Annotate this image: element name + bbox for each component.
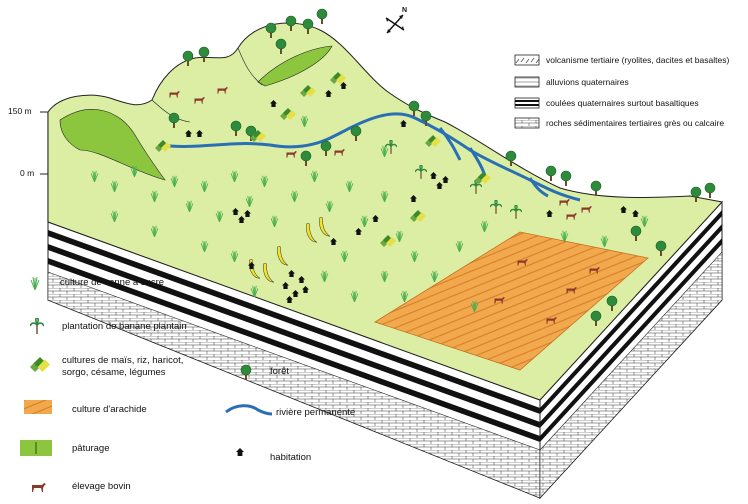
land-use-legend-icons bbox=[20, 276, 273, 492]
legend-forest-label: forêt bbox=[270, 366, 290, 377]
elevation-label-zero: 0 m bbox=[20, 168, 35, 178]
legend-banana-label: plantation de banane plantain bbox=[62, 321, 187, 332]
sugarcane-icon bbox=[30, 276, 40, 290]
north-arrow-icon bbox=[385, 14, 405, 34]
river-icon bbox=[225, 404, 273, 416]
right-wall-strata bbox=[539, 200, 723, 500]
north-label: N bbox=[402, 7, 408, 14]
legend-house-label: habitation bbox=[270, 452, 312, 463]
crop-field-icon bbox=[30, 357, 50, 372]
pasture-area-left bbox=[59, 109, 166, 181]
legend-volcanic-label: volcanisme tertiaire (ryolites, dacites … bbox=[546, 55, 730, 65]
legend-river-label: rivière permanente bbox=[276, 407, 356, 418]
elevation-ticks bbox=[40, 111, 48, 175]
peanut-field bbox=[374, 231, 649, 371]
geology-legend-swatches bbox=[514, 54, 540, 129]
elevation-label-top: 150 m bbox=[8, 106, 32, 116]
legend-sedimentary-label: roches sédimentaires tertiaires grès ou … bbox=[546, 118, 725, 128]
legend-sugarcane-label: culture de canne à sucre bbox=[60, 277, 165, 288]
legend-cattle-label: élevage bovin bbox=[72, 481, 131, 492]
house-icon bbox=[236, 448, 244, 456]
legend-alluvium-label: alluvions quaternaires bbox=[546, 77, 629, 87]
banana-tree-icon bbox=[30, 318, 44, 334]
pasture-icon bbox=[20, 440, 52, 456]
legend-crops-label: cultures de maïs, riz, haricot, sorgo, c… bbox=[62, 355, 184, 378]
legend-pasture-label: pâturage bbox=[72, 443, 110, 454]
legend-basalt-label: coulées quaternaires surtout basaltiques bbox=[546, 98, 699, 108]
river-permanent bbox=[159, 112, 581, 202]
peanut-field-icon bbox=[24, 400, 52, 414]
front-wall-strata bbox=[47, 221, 541, 499]
cow-icon bbox=[32, 483, 46, 492]
legend-peanut-label: culture d'arachide bbox=[72, 404, 147, 415]
pasture-area-hill bbox=[257, 45, 333, 87]
